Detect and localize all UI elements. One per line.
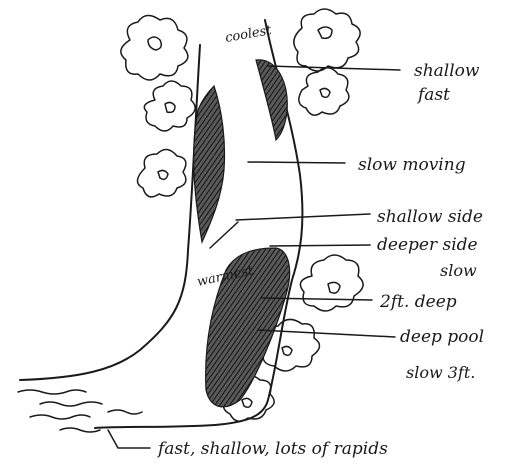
label-fast: fast (416, 85, 450, 105)
shaded-area-upper-left (194, 86, 225, 242)
tree-cluster-top-left (121, 15, 195, 196)
shaded-area-top-right (256, 60, 287, 140)
label-deeper-side-slow: slow (440, 261, 477, 280)
label-slow-3ft: slow 3ft. (406, 363, 475, 382)
label-slow-moving: slow moving (358, 155, 466, 175)
label-fast-shallow-rapids: fast, shallow, lots of rapids (156, 439, 388, 459)
water-waves (18, 390, 142, 432)
channel-crossline (210, 222, 238, 248)
label-deep-pool: deep pool (400, 327, 484, 347)
tree-cluster-top-right (294, 9, 360, 115)
label-2ft-deep: 2ft. deep (379, 292, 457, 312)
label-shallow: shallow (414, 61, 480, 81)
left-bank (20, 45, 200, 380)
label-coolest: coolest (224, 23, 273, 46)
label-shallow-side: shallow side (377, 207, 483, 227)
label-deeper-side: deeper side (377, 235, 478, 255)
